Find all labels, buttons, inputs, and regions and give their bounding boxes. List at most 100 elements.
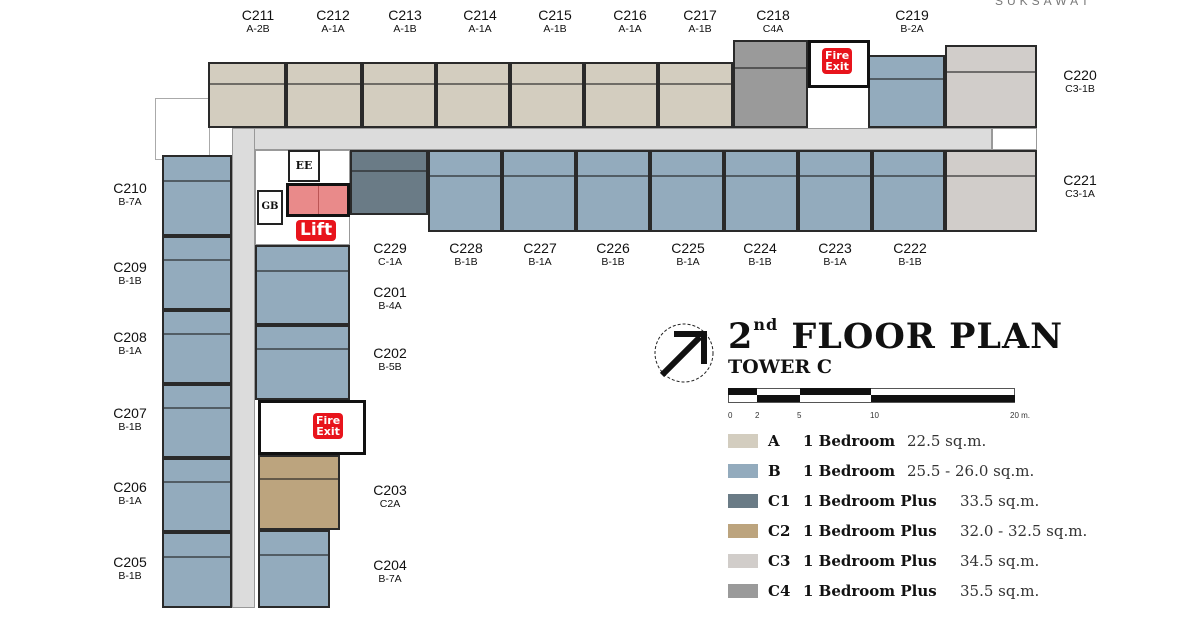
legend-type: 1 Bedroom Plus (803, 522, 937, 540)
legend-area: 34.5 sq.m. (960, 552, 1040, 570)
brand-logo: SUKSAWAT (995, 0, 1093, 8)
unit-number: C226 (596, 240, 630, 256)
unit-c226[interactable] (576, 150, 650, 232)
unit-c204[interactable] (258, 530, 330, 608)
legend-row-c2: C2 1 Bedroom Plus 32.0 - 32.5 sq.m. (728, 521, 1087, 541)
unit-c212[interactable] (286, 62, 362, 128)
unit-c225[interactable] (650, 150, 724, 232)
unit-c215[interactable] (510, 62, 584, 128)
legend-swatch (728, 464, 758, 478)
unit-c217[interactable] (658, 62, 733, 128)
unit-c224[interactable] (724, 150, 798, 232)
unit-number: C208 (113, 329, 147, 345)
unit-number: C218 (756, 7, 790, 23)
unit-c211[interactable] (208, 62, 286, 128)
unit-type: B-1B (601, 256, 625, 269)
unit-c207[interactable] (162, 384, 232, 458)
ee-room: EE (288, 150, 320, 182)
unit-number: C215 (538, 7, 572, 23)
unit-c209[interactable] (162, 236, 232, 310)
unit-c205[interactable] (162, 532, 232, 608)
unit-c218[interactable] (733, 40, 808, 128)
gb-room: GB (257, 190, 283, 225)
unit-number: C212 (316, 7, 350, 23)
legend-area: 32.0 - 32.5 sq.m. (960, 522, 1088, 540)
unit-type: A-1B (688, 23, 712, 36)
floor-number: 2 (728, 316, 754, 357)
unit-type: B-4A (378, 300, 402, 313)
scale-tick: 2 (755, 411, 760, 420)
legend-code: C1 (768, 492, 791, 510)
unit-number: C224 (743, 240, 777, 256)
scale-tick: 0 (728, 411, 733, 420)
unit-c208[interactable] (162, 310, 232, 384)
page-title: 2nd FLOOR PLAN (728, 315, 1063, 357)
unit-c220[interactable] (945, 45, 1037, 128)
scale-tick: 10 (870, 411, 879, 420)
unit-c222[interactable] (872, 150, 945, 232)
legend-area: 22.5 sq.m. (907, 432, 987, 450)
unit-type: A-1A (321, 23, 345, 36)
legend-code: A (768, 432, 780, 450)
unit-c228[interactable] (428, 150, 502, 232)
unit-number: C228 (449, 240, 483, 256)
unit-type: B-2A (900, 23, 924, 36)
unit-c210[interactable] (162, 155, 232, 236)
unit-number: C210 (113, 180, 147, 196)
unit-c227[interactable] (502, 150, 576, 232)
unit-number: C202 (373, 345, 407, 361)
scale-bar (728, 388, 1015, 403)
unit-c213[interactable] (362, 62, 436, 128)
unit-c221[interactable] (945, 150, 1037, 232)
unit-c206[interactable] (162, 458, 232, 532)
legend-row-a: A 1 Bedroom 22.5 sq.m. (728, 431, 986, 451)
legend-code: C2 (768, 522, 791, 540)
legend-type: 1 Bedroom (803, 432, 896, 450)
unit-type: B-1B (748, 256, 772, 269)
unit-c219[interactable] (868, 55, 945, 128)
unit-type: A-1B (543, 23, 567, 36)
unit-number: C227 (523, 240, 557, 256)
unit-c216[interactable] (584, 62, 658, 128)
unit-type: B-1A (676, 256, 700, 269)
unit-c223[interactable] (798, 150, 872, 232)
scale-tick: 5 (797, 411, 802, 420)
unit-type: B-7A (118, 196, 142, 209)
unit-type: C3-1A (1065, 188, 1095, 201)
unit-c203[interactable] (258, 455, 340, 530)
unit-c229[interactable] (350, 150, 428, 215)
unit-type: A-2B (246, 23, 270, 36)
unit-number: C205 (113, 554, 147, 570)
unit-c201[interactable] (255, 245, 350, 325)
floor-plan-text: FLOOR PLAN (791, 316, 1064, 357)
unit-c214[interactable] (436, 62, 510, 128)
unit-type: B-1A (528, 256, 552, 269)
unit-number: C213 (388, 7, 422, 23)
north-arrow-icon (654, 323, 714, 383)
unit-c202[interactable] (255, 325, 350, 400)
unit-number: C220 (1063, 67, 1097, 83)
fire-text: Fire (316, 414, 341, 427)
unit-type: B-1A (118, 345, 142, 358)
unit-number: C214 (463, 7, 497, 23)
unit-number: C204 (373, 557, 407, 573)
